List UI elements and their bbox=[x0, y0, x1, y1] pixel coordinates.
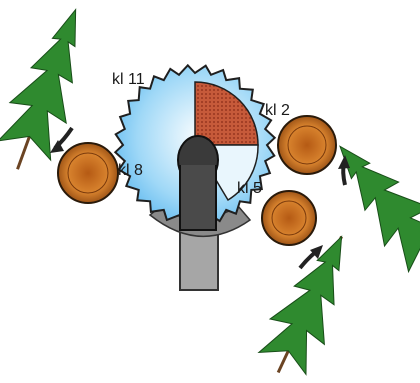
tree-icon bbox=[251, 224, 369, 383]
arrow-icon bbox=[300, 245, 323, 268]
label-kl-8: kl 8 bbox=[118, 162, 143, 179]
label-kl-5: kl 5 bbox=[237, 180, 262, 197]
label-kl-11: kl 11 bbox=[112, 71, 145, 88]
saw-disc bbox=[115, 65, 274, 230]
log-icon bbox=[262, 191, 316, 245]
label-kl-2: kl 2 bbox=[265, 102, 290, 119]
log-icon bbox=[58, 143, 118, 203]
log-icon bbox=[278, 116, 336, 174]
